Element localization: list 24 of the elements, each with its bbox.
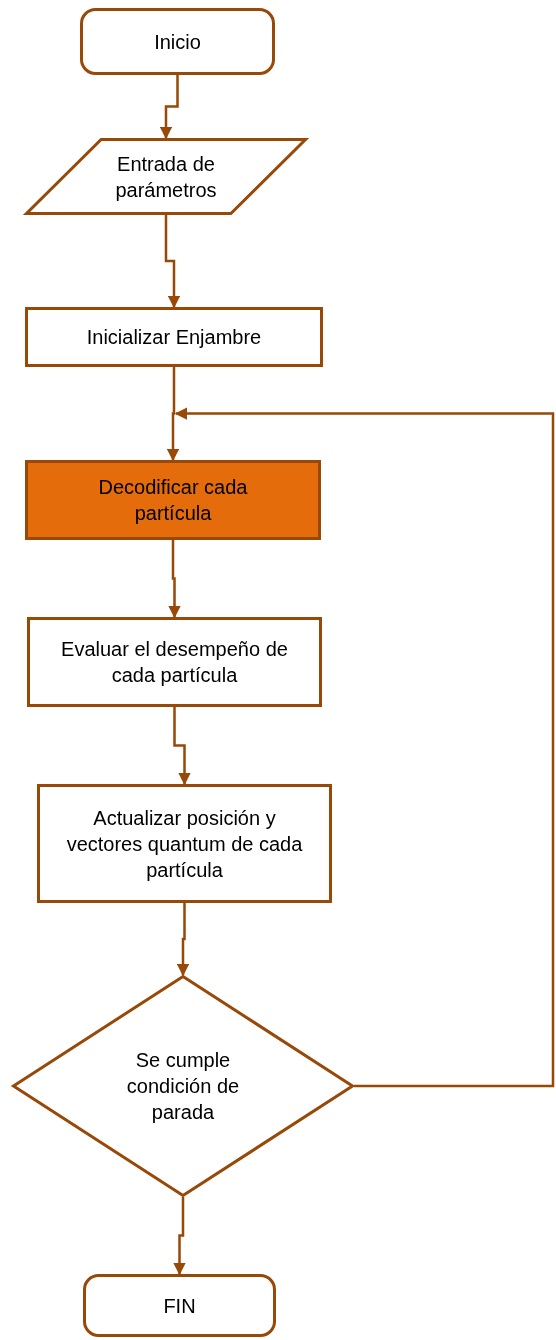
arrow	[166, 367, 180, 462]
arrow	[174, 407, 555, 1088]
process-box	[25, 307, 323, 367]
node-label: Inicializar Enjambre	[86, 325, 262, 350]
arrow	[176, 903, 190, 977]
process-box	[37, 784, 332, 903]
node-label: Entrada de parámetros	[114, 151, 218, 203]
process-box	[27, 617, 322, 707]
decision-diamond	[12, 975, 354, 1197]
arrow	[173, 1197, 186, 1276]
arrow	[173, 707, 191, 786]
node-label: FIN	[163, 1293, 196, 1319]
end-terminal	[83, 1274, 276, 1337]
input-parallelogram	[25, 138, 307, 215]
arrow	[159, 75, 179, 140]
node-label: Evaluar el desempeño de cada partícula	[60, 637, 289, 688]
process-box	[25, 460, 321, 540]
arrow	[168, 540, 181, 619]
node-label: Decodificar cada partícula	[97, 475, 249, 526]
node-label: Se cumple condición de parada	[125, 1048, 241, 1125]
node-label: Inicio	[154, 29, 201, 55]
arrow	[164, 215, 181, 309]
start-terminal	[80, 8, 275, 75]
node-label: Actualizar posición y vectores quantum de cada partícula	[65, 805, 304, 883]
